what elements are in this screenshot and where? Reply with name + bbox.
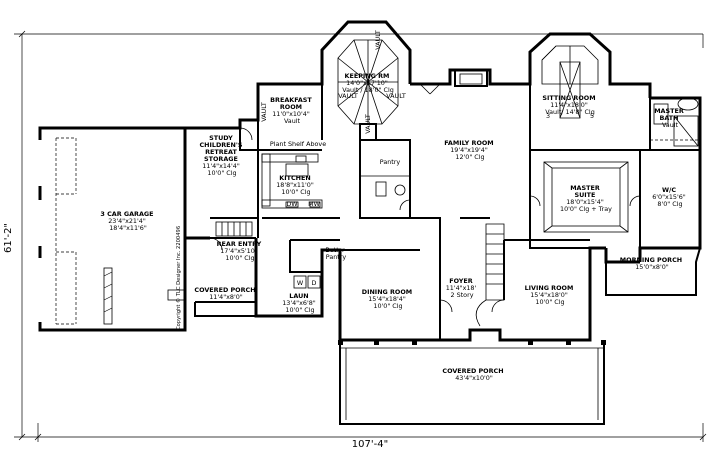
room-label-garage: 3 CAR GARAGE 23'4"x21'4" 18'4"x11'6" bbox=[100, 210, 155, 232]
room-labels: KEEPING RM 14'0"x17'10" Vault / 18'0" Cl… bbox=[100, 72, 688, 382]
foyer-stairs bbox=[475, 223, 505, 327]
pantry-note: Pantry bbox=[380, 158, 401, 166]
width-dimension: 107'-4" bbox=[352, 439, 388, 450]
covered-porch-large-outline bbox=[338, 340, 606, 425]
room-label-keeping: KEEPING RM 14'0"x17'10" Vault / 18'0" Cl… bbox=[342, 72, 394, 94]
keeping-room-geometry bbox=[337, 39, 441, 141]
room-label-wic: W/C 6'0"x15'6" 8'0" Clg bbox=[652, 186, 688, 208]
copyright-note: Copyright © TLC Designer Inc. 2200496 bbox=[175, 226, 182, 330]
door-swings bbox=[209, 127, 641, 313]
vault-label-2: VAULT bbox=[338, 92, 358, 100]
vault-label-1: VAULT bbox=[374, 30, 382, 50]
room-label-entry: REAR ENTRY 17'4"x5'10" 10'0" Clg bbox=[217, 240, 264, 262]
vault-label-4: VAULT bbox=[364, 114, 372, 134]
rear-stairs bbox=[215, 221, 253, 237]
sitting-room-geometry bbox=[541, 45, 599, 119]
master-bath-fixtures bbox=[650, 97, 700, 147]
appliance-mw: MW bbox=[308, 200, 321, 208]
room-label-foyer: FOYER 11'4"x18' 2 Story bbox=[446, 277, 479, 299]
room-label-dining: DINING ROOM 15'4"x18'4" 10'0" Clg bbox=[362, 288, 414, 310]
room-label-study: STUDY CHILDREN'S RETREAT STORAGE 11'4"x1… bbox=[199, 134, 244, 177]
arrow-label-3: 3 bbox=[546, 112, 550, 120]
room-label-morning-porch: MORNING PORCH 15'0"x8'0" bbox=[620, 256, 684, 271]
arrow-label-5: 5 bbox=[590, 112, 594, 120]
room-label-covered-porch-small: COVERED PORCH 11'4"x8'0" bbox=[194, 286, 257, 301]
room-label-living: LIVING ROOM 15'4"x18'0" 10'0" Clg bbox=[525, 284, 576, 306]
room-label-master-suite: MASTER SUITE 18'0"x15'4" 10'0" Clg + Tra… bbox=[560, 184, 612, 213]
room-label-laun: LAUN 13'4"x6'8" 10'0" Clg bbox=[282, 292, 318, 314]
fireplace bbox=[454, 69, 488, 87]
depth-dimension: 61'-2" bbox=[3, 223, 14, 253]
vault-label-3: VAULT bbox=[386, 92, 406, 100]
room-label-kitchen: KITCHEN 18'8"x11'0" 10'0" Clg bbox=[276, 174, 316, 196]
room-label-master-bath: MASTER BATH Vault bbox=[654, 107, 686, 129]
appliance-d: D bbox=[312, 279, 317, 287]
laundry-appliances bbox=[293, 275, 321, 289]
appliance-dw: DW bbox=[286, 200, 298, 208]
butler-pantry-note: Butler Pantry bbox=[325, 246, 346, 261]
room-label-breakfast: BREAKFAST ROOM 11'0"x10'4" Vault bbox=[270, 96, 314, 125]
appliance-tags: DW W D MW bbox=[286, 200, 320, 287]
plan-notes: Plant Shelf Above Pantry Butler Pantry V… bbox=[260, 30, 594, 261]
room-label-covered-porch-large: COVERED PORCH 43'4"x10'0" bbox=[442, 367, 505, 382]
plant-shelf-note: Plant Shelf Above bbox=[270, 140, 326, 148]
interior-walls bbox=[210, 84, 700, 340]
appliance-w: W bbox=[297, 279, 304, 287]
kitchen-fixtures bbox=[261, 153, 406, 209]
garage bbox=[38, 126, 187, 332]
vault-label-5: VAULT bbox=[260, 102, 268, 122]
room-label-family: FAMILY ROOM 19'4"x19'4" 12'0" Clg bbox=[444, 139, 495, 161]
room-label-sitting: SITTING ROOM 11'4"x18'0" Vault/ 14'8" Cl… bbox=[542, 94, 597, 116]
master-suite-tray bbox=[543, 161, 629, 233]
